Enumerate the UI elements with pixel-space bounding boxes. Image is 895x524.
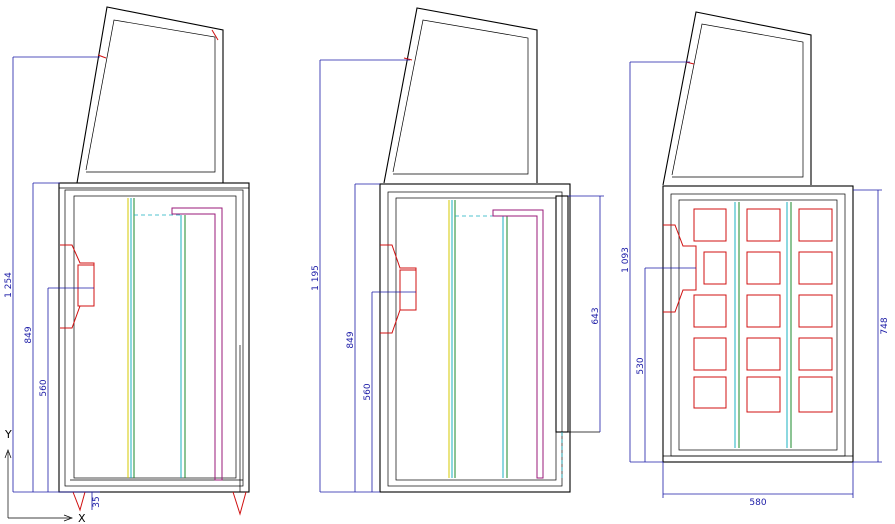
middle-dim-total-text: 1 195 — [311, 265, 321, 291]
right-panel-square — [693, 294, 727, 328]
right-cabinet-panel — [678, 199, 838, 451]
left-view: 1 254 849 560 35 — [4, 6, 250, 516]
left-foot-left — [72, 491, 86, 512]
right-dim-width-text: 580 — [749, 498, 766, 508]
right-panel-square — [798, 294, 833, 328]
right-panel-square — [693, 208, 727, 242]
ucs-x-label: X — [78, 512, 86, 524]
left-cabinet-panel — [73, 195, 237, 479]
right-panel-square — [798, 376, 833, 413]
right-view: 1 093 530 748 580 — [621, 11, 890, 508]
right-cabinet — [662, 185, 854, 463]
right-dim-lower-text: 530 — [636, 357, 646, 374]
left-dim-body-text: 849 — [24, 326, 34, 343]
right-panel-grid — [693, 208, 833, 413]
left-magenta-door — [171, 207, 223, 481]
right-panel-square — [693, 337, 727, 371]
left-dim-foot-text: 35 — [92, 496, 102, 507]
right-panel-square — [746, 251, 781, 285]
middle-cabinet — [379, 183, 571, 493]
right-panel-square — [798, 251, 833, 285]
middle-hood-outer — [383, 7, 538, 184]
right-panel-square — [703, 251, 727, 285]
left-hood-red-mark-2 — [211, 29, 219, 41]
right-cabinet-inner — [670, 193, 846, 457]
left-foot-right — [232, 491, 247, 516]
right-panel-square — [746, 376, 781, 413]
middle-magenta-door — [492, 209, 544, 479]
left-dim-lower-text: 560 — [39, 379, 49, 396]
right-speaker-bracket — [663, 224, 697, 313]
right-panel-square — [798, 208, 833, 242]
right-hood-inner — [671, 23, 804, 178]
left-hood-outer — [76, 6, 224, 184]
right-hood-outer — [662, 11, 812, 186]
middle-dim-side-text: 643 — [591, 307, 601, 324]
right-panel-square — [693, 376, 727, 409]
right-panel-square — [746, 294, 781, 328]
middle-dim-body-text: 849 — [346, 331, 356, 348]
middle-dim-lower-text: 560 — [363, 383, 373, 400]
right-dim-side-text: 748 — [880, 317, 890, 334]
middle-cabinet-inner — [387, 191, 563, 487]
right-panel-square — [746, 337, 781, 371]
middle-view: 1 195 849 560 643 — [311, 7, 604, 493]
right-panel-square — [798, 337, 833, 371]
right-dim-total-text: 1 093 — [621, 247, 631, 273]
left-cabinet-inner — [64, 189, 244, 487]
ucs-axis-icon: Y X — [4, 428, 86, 524]
left-speaker-box — [77, 264, 95, 307]
middle-speaker-box — [399, 269, 417, 311]
left-hood-red-mark — [97, 54, 107, 59]
middle-hood-inner — [392, 19, 529, 175]
ucs-y-arrow-icon — [4, 449, 12, 459]
middle-speaker-bracket — [380, 244, 417, 334]
ucs-y-label: Y — [4, 428, 12, 441]
left-dim-total-text: 1 254 — [4, 272, 14, 298]
ucs-x-arrow-icon — [63, 514, 73, 522]
middle-hood-red-mark — [403, 57, 413, 61]
left-hood-inner — [85, 19, 216, 173]
right-panel-square — [746, 208, 781, 242]
left-cabinet — [58, 182, 250, 493]
middle-cabinet-panel — [395, 197, 557, 481]
